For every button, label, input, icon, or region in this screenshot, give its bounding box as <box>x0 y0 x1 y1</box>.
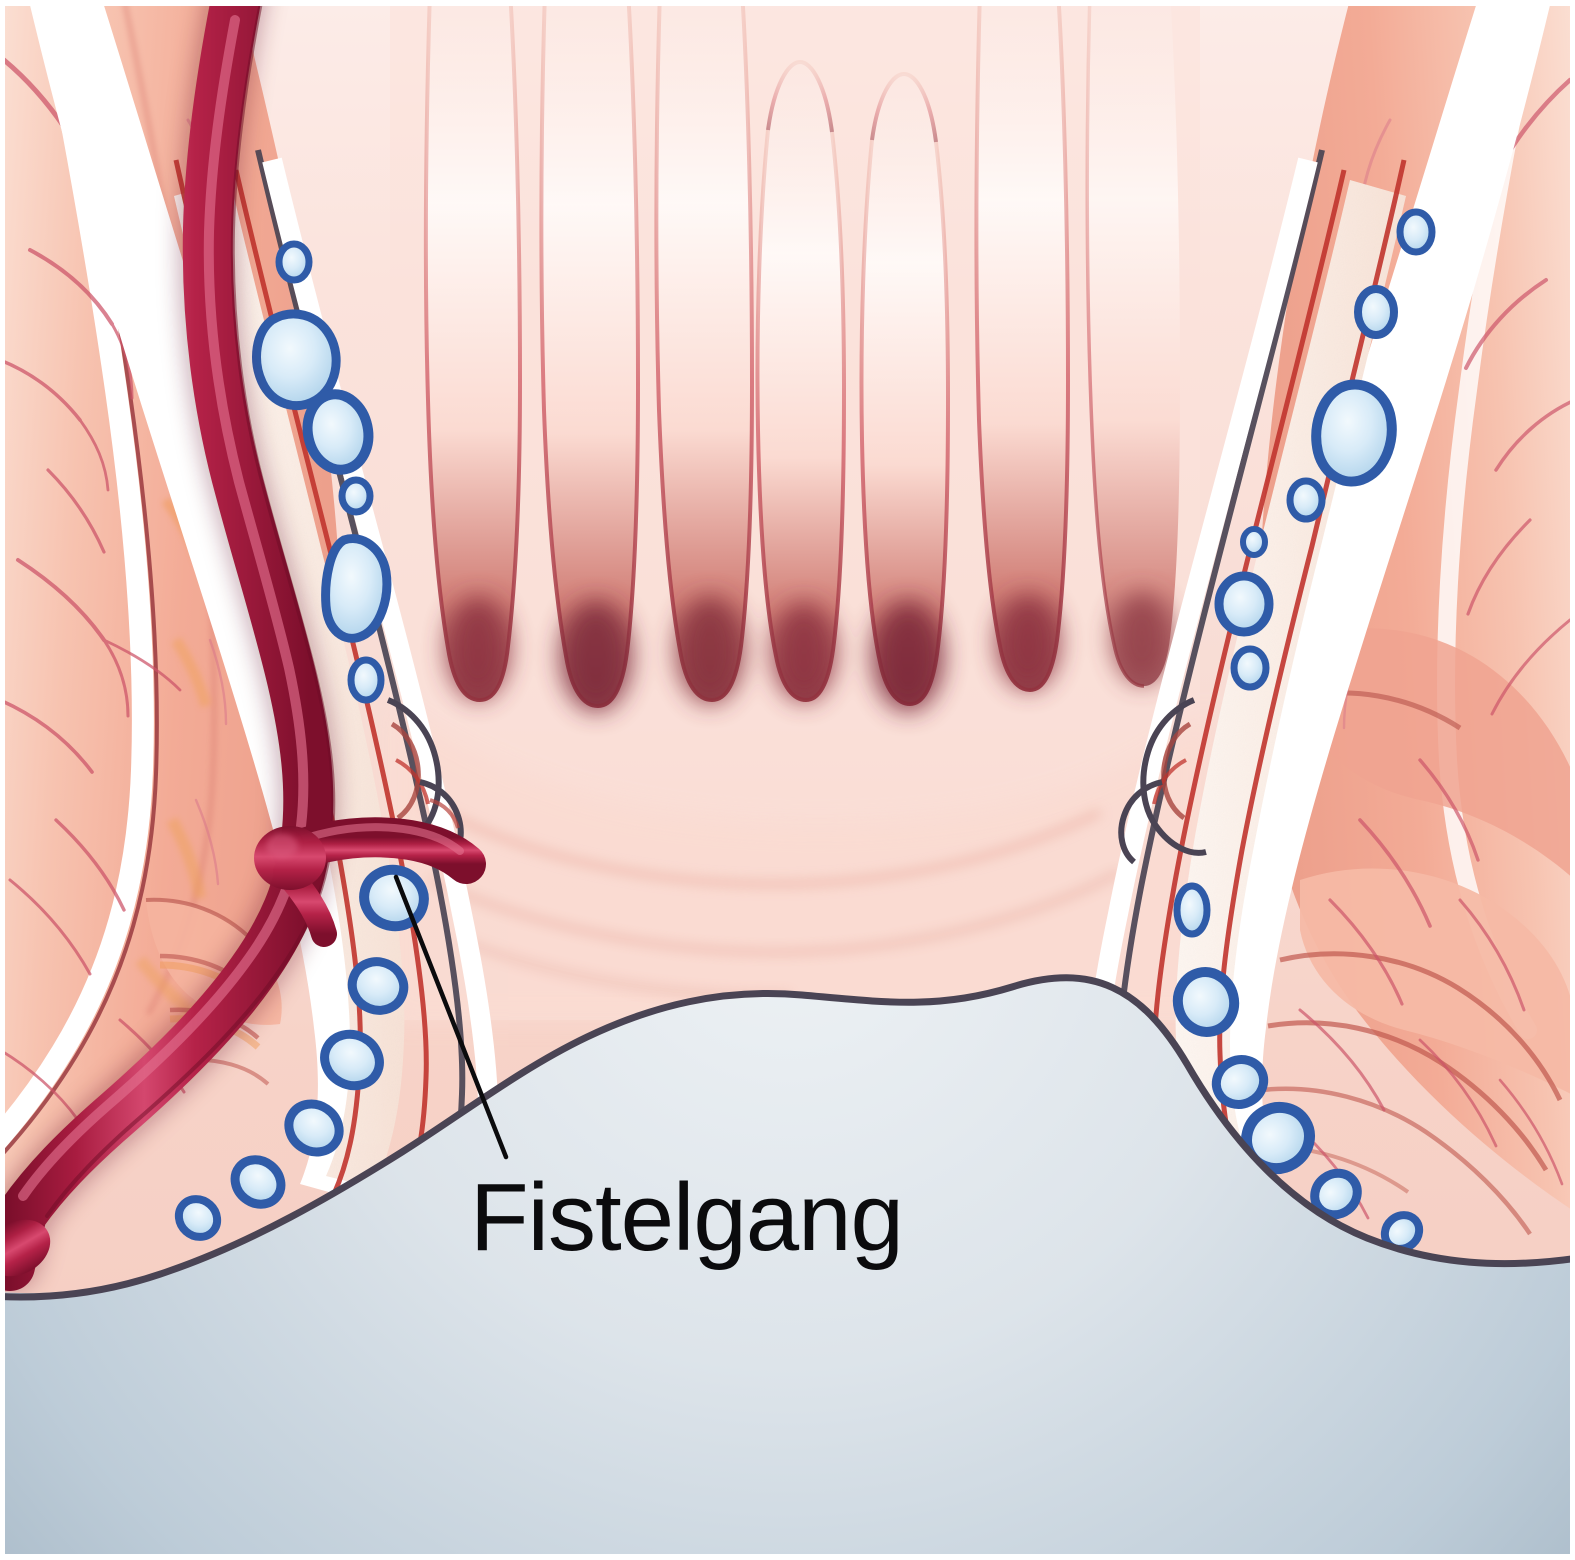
annotation-fistulagang: Fistelgang <box>393 874 904 1271</box>
perianal-skin-contour <box>0 974 1575 1301</box>
sphincter-muscle-bundles-left <box>174 240 429 1241</box>
sphincter-muscle-bundles-right <box>1172 208 1436 1253</box>
internal-opening-right <box>1118 697 1207 865</box>
right-tissue-mass <box>1251 0 1575 1236</box>
rectal-mucosa-folds <box>390 0 1210 1020</box>
label-fistelgang: Fistelgang <box>470 1164 903 1271</box>
tissue-body <box>0 0 1575 1294</box>
leader-line-fistula <box>393 874 509 1160</box>
anal-canal-right-wall <box>1081 0 1556 1273</box>
